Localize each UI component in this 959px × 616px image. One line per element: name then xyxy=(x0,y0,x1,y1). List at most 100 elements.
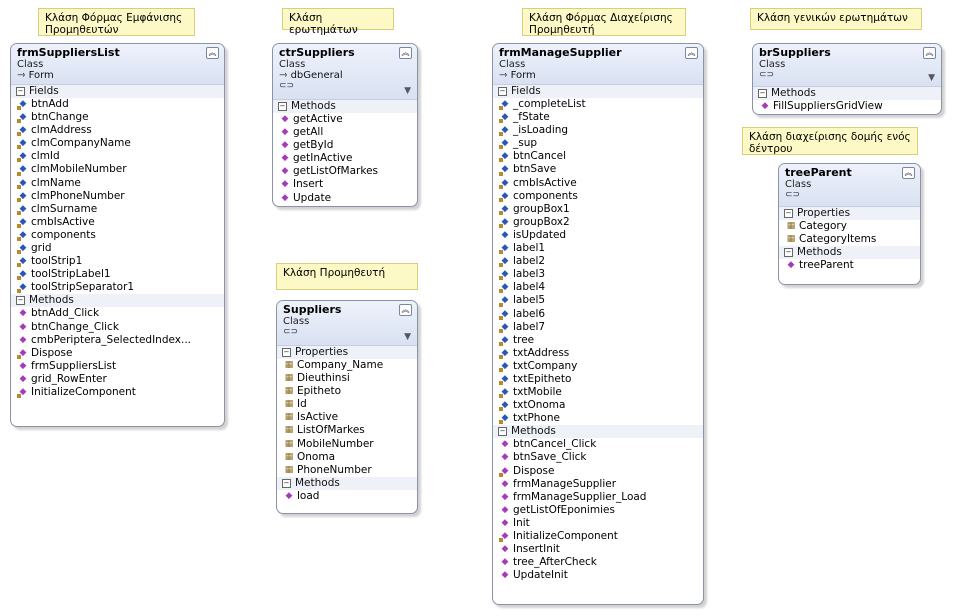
field-item[interactable]: ◆_sup xyxy=(493,137,703,150)
field-item[interactable]: ◆components xyxy=(493,190,703,203)
expand-pill-icon[interactable]: ⊂⊃ xyxy=(759,70,775,80)
method-item[interactable]: ◆getById xyxy=(273,139,417,152)
field-item[interactable]: ◆_isLoading xyxy=(493,124,703,137)
property-item[interactable]: ▦Onoma xyxy=(277,451,417,464)
method-item[interactable]: ◆frmManageSupplier xyxy=(493,478,703,491)
properties-section-header[interactable]: −Properties xyxy=(779,207,920,220)
method-item[interactable]: ◆InsertInit xyxy=(493,543,703,556)
collapse-chevron-icon[interactable]: ︽ xyxy=(206,47,219,59)
method-item[interactable]: ◆load xyxy=(277,490,417,503)
field-item[interactable]: ◆_fState xyxy=(493,111,703,124)
field-item[interactable]: ◆label1 xyxy=(493,242,703,255)
field-item[interactable]: ◆btnSave xyxy=(493,163,703,176)
field-item[interactable]: ◆btnCancel xyxy=(493,150,703,163)
properties-section-header[interactable]: −Properties xyxy=(277,346,417,359)
method-item[interactable]: ◆Dispose xyxy=(493,465,703,478)
class-ctrSuppliers[interactable]: ctrSuppliers Class ⇾ dbGeneral ⊂⊃ ︽ ▼ −M… xyxy=(272,43,418,207)
field-item[interactable]: ◆label6 xyxy=(493,308,703,321)
method-item[interactable]: ◆Update xyxy=(273,192,417,205)
method-item[interactable]: ◆tree_AfterCheck xyxy=(493,556,703,569)
field-item[interactable]: ◆clmSurname xyxy=(11,203,224,216)
field-item[interactable]: ◆components xyxy=(11,229,224,242)
method-item[interactable]: ◆UpdateInit xyxy=(493,569,703,582)
field-item[interactable]: ◆toolStripLabel1 xyxy=(11,268,224,281)
class-frmManageSupplier[interactable]: frmManageSupplier Class ⇾ Form ︽ −Fields… xyxy=(492,43,704,605)
expand-pill-icon[interactable]: ⊂⊃ xyxy=(283,327,299,337)
method-item[interactable]: ◆btnChange_Click xyxy=(11,321,224,334)
class-treeParent[interactable]: treeParent Class ⊂⊃ ︽ −Properties ▦Categ… xyxy=(778,163,921,285)
methods-section-header[interactable]: −Methods xyxy=(11,294,224,308)
field-item[interactable]: ◆groupBox2 xyxy=(493,216,703,229)
collapse-chevron-icon[interactable]: ︽ xyxy=(399,304,412,316)
methods-section-header[interactable]: −Methods xyxy=(277,476,417,490)
field-item[interactable]: ◆clmPhoneNumber xyxy=(11,190,224,203)
method-item[interactable]: ◆getListOfEponimies xyxy=(493,504,703,517)
property-item[interactable]: ▦ListOfMarkes xyxy=(277,424,417,437)
collapse-chevron-icon[interactable]: ︽ xyxy=(902,167,915,179)
expand-pill-icon[interactable]: ⊂⊃ xyxy=(785,190,801,200)
property-item[interactable]: ▦MobileNumber xyxy=(277,438,417,451)
field-item[interactable]: ◆clmAddress xyxy=(11,124,224,137)
method-item[interactable]: ◆InitializeComponent xyxy=(11,386,224,399)
field-item[interactable]: ◆grid xyxy=(11,242,224,255)
property-item[interactable]: ▦Company_Name xyxy=(277,359,417,372)
field-item[interactable]: ◆label3 xyxy=(493,268,703,281)
method-item[interactable]: ◆FillSuppliersGridView xyxy=(753,100,941,113)
field-item[interactable]: ◆clmId xyxy=(11,150,224,163)
field-item[interactable]: ◆cmbIsActive xyxy=(11,216,224,229)
method-item[interactable]: ◆getListOfMarkes xyxy=(273,165,417,178)
method-item[interactable]: ◆getAll xyxy=(273,126,417,139)
method-item[interactable]: ◆btnSave_Click xyxy=(493,451,703,464)
method-item[interactable]: ◆Init xyxy=(493,517,703,530)
field-item[interactable]: ◆clmName xyxy=(11,177,224,190)
class-Suppliers[interactable]: Suppliers Class ⊂⊃ ︽ ▼ −Properties ▦Comp… xyxy=(276,300,418,514)
fields-section-header[interactable]: −Fields xyxy=(493,85,703,98)
method-item[interactable]: ◆frmManageSupplier_Load xyxy=(493,491,703,504)
method-item[interactable]: ◆Dispose xyxy=(11,347,224,360)
method-item[interactable]: ◆getActive xyxy=(273,113,417,126)
field-item[interactable]: ◆toolStripSeparator1 xyxy=(11,281,224,294)
methods-section-header[interactable]: −Methods xyxy=(753,87,941,100)
field-item[interactable]: ◆label2 xyxy=(493,255,703,268)
field-item[interactable]: ◆cmbIsActive xyxy=(493,177,703,190)
field-item[interactable]: ◆clmCompanyName xyxy=(11,137,224,150)
field-item[interactable]: ◆txtOnoma xyxy=(493,399,703,412)
field-item[interactable]: ◆groupBox1 xyxy=(493,203,703,216)
property-item[interactable]: ▦IsActive xyxy=(277,411,417,424)
method-item[interactable]: ◆frmSuppliersList xyxy=(11,360,224,373)
field-item[interactable]: ◆btnChange xyxy=(11,111,224,124)
method-item[interactable]: ◆InitializeComponent xyxy=(493,530,703,543)
method-item[interactable]: ◆grid_RowEnter xyxy=(11,373,224,386)
method-item[interactable]: ◆btnCancel_Click xyxy=(493,438,703,451)
field-item[interactable]: ◆txtEpitheto xyxy=(493,373,703,386)
fields-section-header[interactable]: −Fields xyxy=(11,85,224,98)
property-item[interactable]: ▦PhoneNumber xyxy=(277,464,417,477)
collapse-chevron-icon[interactable]: ︽ xyxy=(923,47,936,59)
field-item[interactable]: ◆tree xyxy=(493,334,703,347)
field-item[interactable]: ◆label7 xyxy=(493,321,703,334)
field-item[interactable]: ◆label5 xyxy=(493,294,703,307)
methods-section-header[interactable]: −Methods xyxy=(493,425,703,439)
property-item[interactable]: ▦Category xyxy=(779,220,920,233)
field-item[interactable]: ◆label4 xyxy=(493,281,703,294)
method-item[interactable]: ◆btnAdd_Click xyxy=(11,307,224,320)
filter-icon[interactable]: ▼ xyxy=(404,332,411,342)
method-item[interactable]: ◆Insert xyxy=(273,178,417,191)
method-item[interactable]: ◆cmbPeriptera_SelectedIndex... xyxy=(11,334,224,347)
property-item[interactable]: ▦Id xyxy=(277,398,417,411)
field-item[interactable]: ◆isUpdated xyxy=(493,229,703,242)
class-frmSuppliersList[interactable]: frmSuppliersList Class ⇾ Form ︽ −Fields … xyxy=(10,43,225,427)
expand-pill-icon[interactable]: ⊂⊃ xyxy=(279,81,295,91)
field-item[interactable]: ◆txtMobile xyxy=(493,386,703,399)
field-item[interactable]: ◆btnAdd xyxy=(11,98,224,111)
field-item[interactable]: ◆clmMobileNumber xyxy=(11,163,224,176)
filter-icon[interactable]: ▼ xyxy=(404,86,411,96)
property-item[interactable]: ▦Epitheto xyxy=(277,385,417,398)
property-item[interactable]: ▦CategoryItems xyxy=(779,233,920,246)
methods-section-header[interactable]: −Methods xyxy=(779,246,920,260)
method-item[interactable]: ◆treeParent xyxy=(779,259,920,272)
field-item[interactable]: ◆txtAddress xyxy=(493,347,703,360)
field-item[interactable]: ◆txtCompany xyxy=(493,360,703,373)
field-item[interactable]: ◆_completeList xyxy=(493,98,703,111)
filter-icon[interactable]: ▼ xyxy=(928,73,935,83)
